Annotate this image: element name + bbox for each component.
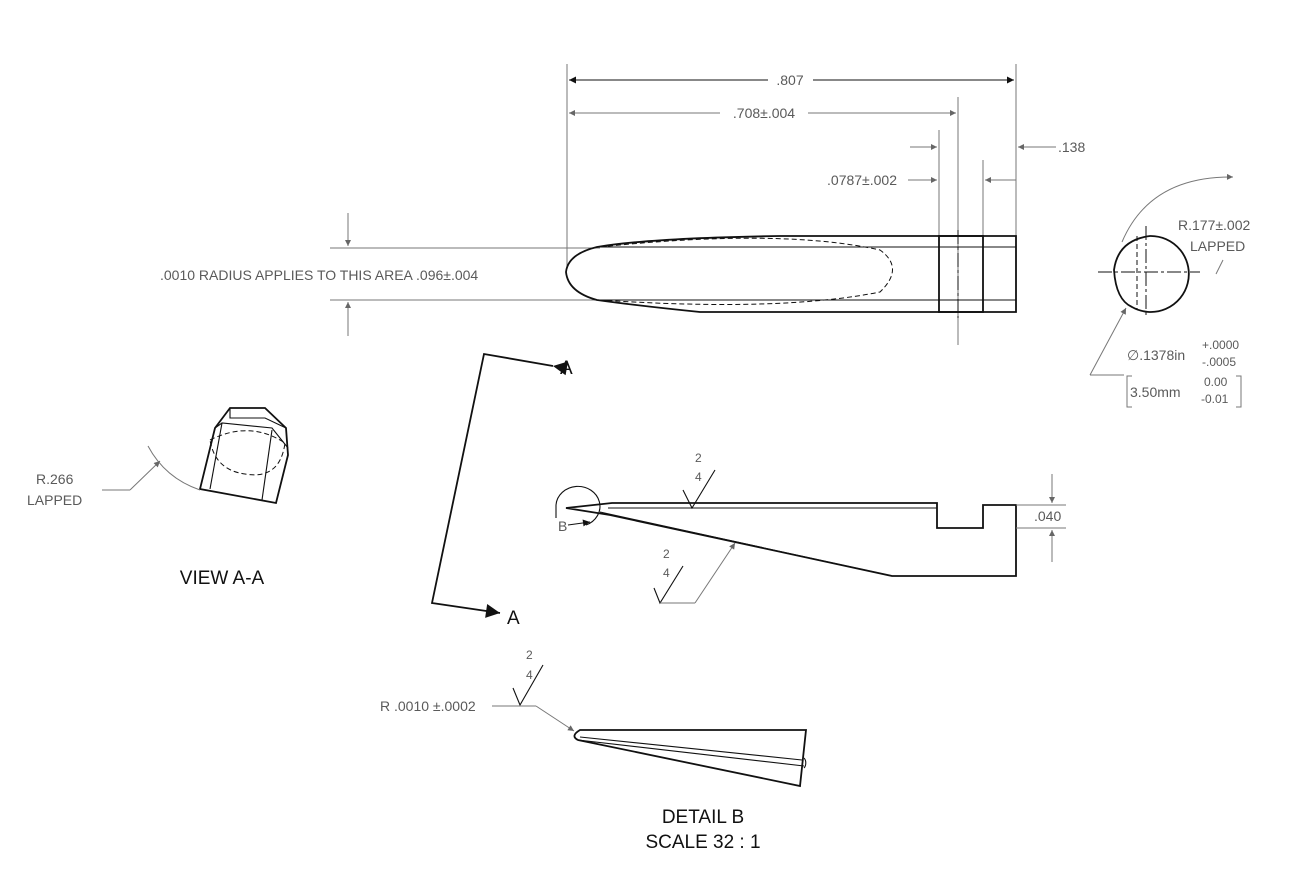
end-view: R.177±.002 LAPPED ∅.1378in +.0000 -.0005… [1089, 173, 1251, 408]
tol-plus-in: +.0000 [1202, 338, 1239, 352]
section-label-a-bottom: A [507, 608, 520, 629]
detail-b-scale: SCALE 32 : 1 [645, 832, 760, 853]
tol-minus-mm: -0.01 [1201, 392, 1229, 406]
tol-plus-mm: 0.00 [1204, 375, 1228, 389]
detail-b-label: DETAIL B [662, 807, 744, 828]
dim-diameter: ∅.1378in [1127, 347, 1185, 363]
tol-minus-in: -.0005 [1202, 355, 1236, 369]
section-line-a: A A [430, 352, 573, 629]
dim-radius-note: .0010 RADIUS APPLIES TO THIS AREA .096±.… [160, 267, 478, 283]
dim-depth-040: .040 [1034, 508, 1061, 524]
lapped-right: LAPPED [1190, 238, 1245, 254]
detail-b-view: 2 4 R .0010 ±.0002 DETAIL B SCALE 32 : 1 [380, 648, 808, 853]
view-a-a: R.266 LAPPED VIEW A-A [27, 407, 289, 589]
dim-radius-177: R.177±.002 [1178, 217, 1251, 233]
detail-b-marker: B [558, 518, 567, 534]
view-a-a-label: VIEW A-A [180, 568, 265, 589]
dim-offset-138: .138 [1058, 139, 1085, 155]
finish-bottom-upper: 2 [663, 547, 670, 561]
dim-overall-length: .807 [776, 72, 803, 88]
dim-width-0787: .0787±.002 [827, 172, 897, 188]
finish-detail-upper: 2 [526, 648, 533, 662]
dim-radius-266: R.266 [36, 471, 74, 487]
top-view: .807 .708±.004 .138 .0787±.002 .0010 RAD… [160, 64, 1085, 345]
section-label-a-top: A [560, 358, 573, 379]
dim-length-708: .708±.004 [733, 105, 795, 121]
finish-detail-lower: 4 [526, 668, 533, 682]
dim-metric: 3.50mm [1130, 384, 1181, 400]
finish-top-upper: 2 [695, 451, 702, 465]
lapped-left: LAPPED [27, 492, 82, 508]
side-view: .040 B 2 4 2 4 [555, 451, 1066, 605]
finish-top-lower: 4 [695, 470, 702, 484]
finish-bottom-lower: 4 [663, 566, 670, 580]
dim-radius-detail: R .0010 ±.0002 [380, 698, 476, 714]
